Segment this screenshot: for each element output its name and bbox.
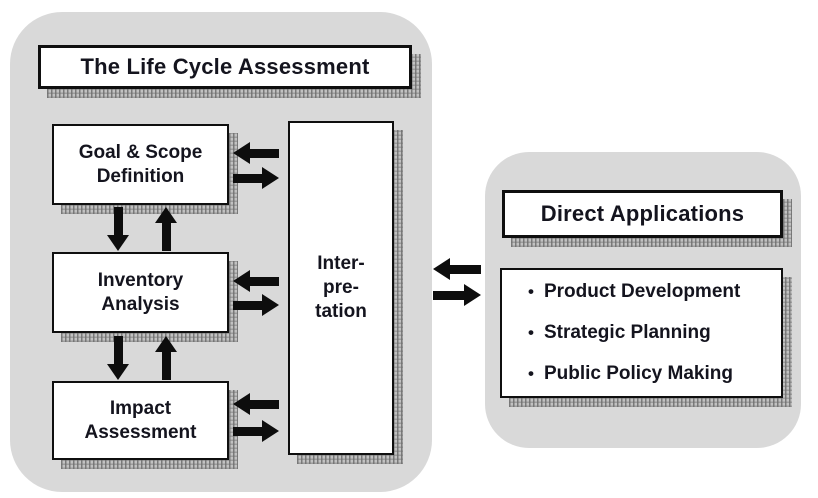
arrow-head-right-icon: [464, 284, 481, 306]
bullet-icon: •: [528, 282, 534, 302]
arrow-inventory-to-impact: [107, 336, 129, 380]
stage-label-line: Impact: [109, 397, 172, 419]
arrow-goal-to-inventory: [107, 207, 129, 251]
application-label: Strategic Planning: [543, 322, 711, 344]
arrow-inventory-to-goal: [155, 207, 177, 251]
list-item: • Public Policy Making: [528, 362, 733, 386]
arrow-head-left-icon: [233, 270, 250, 292]
interpretation-label-line: tation: [315, 300, 367, 322]
stage-label-line: Analysis: [101, 293, 180, 315]
arrow-head-right-icon: [262, 294, 279, 316]
arrow-impact-to-inventory: [155, 336, 177, 380]
arrow-head-right-icon: [262, 420, 279, 442]
interpretation-box: Inter- pre- tation: [288, 121, 394, 455]
application-label: Product Development: [543, 281, 741, 303]
arrow-head-up-icon: [155, 207, 177, 223]
applications-title: Direct Applications: [540, 201, 745, 227]
arrow-head-left-icon: [233, 393, 250, 415]
stage-box-inventory: Inventory Analysis: [52, 252, 229, 333]
list-item: • Product Development: [528, 280, 740, 304]
arrow-lca-to-applications: [433, 283, 481, 307]
stage-label-line: Definition: [96, 165, 185, 187]
arrow-head-up-icon: [155, 336, 177, 352]
arrow-head-down-icon: [107, 235, 129, 251]
stage-box-goal-scope: Goal & Scope Definition: [52, 124, 229, 205]
arrow-goal-to-interp: [233, 167, 279, 189]
arrow-interp-to-goal: [233, 142, 279, 164]
bullet-icon: •: [528, 363, 534, 383]
applications-list-box: • Product Development • Strategic Planni…: [500, 268, 783, 398]
interpretation-label-line: pre-: [323, 277, 359, 299]
applications-title-box: Direct Applications: [502, 190, 783, 238]
arrow-interp-to-impact: [233, 393, 279, 415]
arrow-inventory-to-interp: [233, 294, 279, 316]
list-item: • Strategic Planning: [528, 321, 711, 345]
application-label: Public Policy Making: [543, 362, 733, 384]
arrow-interp-to-inventory: [233, 270, 279, 292]
lca-title: The Life Cycle Assessment: [80, 54, 370, 80]
arrow-head-right-icon: [262, 167, 279, 189]
stage-box-impact: Impact Assessment: [52, 381, 229, 460]
arrow-head-left-icon: [433, 258, 450, 280]
stage-label-line: Inventory: [97, 269, 184, 291]
stage-label-line: Assessment: [84, 421, 197, 443]
stage-label-line: Goal & Scope: [78, 141, 203, 163]
lca-title-box: The Life Cycle Assessment: [38, 45, 412, 89]
bullet-icon: •: [528, 323, 534, 343]
arrow-applications-to-lca: [433, 257, 481, 281]
interpretation-label-line: Inter-: [317, 253, 365, 275]
arrow-head-left-icon: [233, 142, 250, 164]
arrow-head-down-icon: [107, 364, 129, 380]
arrow-impact-to-interp: [233, 420, 279, 442]
